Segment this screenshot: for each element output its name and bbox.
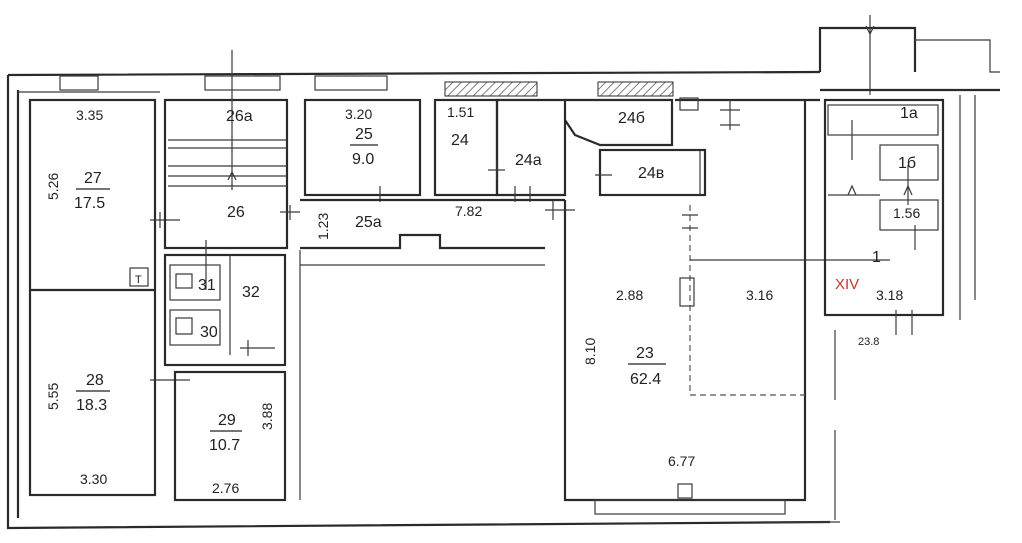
room-27-area: 17.5	[74, 195, 105, 212]
dim-r28-side: 5.55	[45, 383, 61, 410]
dim-r23-width-b: 3.16	[746, 287, 773, 303]
rooms-25	[299, 98, 565, 500]
room-31-number: 31	[198, 277, 216, 294]
dim-r23-height: 8.10	[582, 338, 598, 365]
dim-r23-bottom: 6.77	[668, 453, 695, 469]
room-24a-number: 24а	[515, 152, 542, 169]
room-labels: 27 17.5 28 18.3 26а 26 25 9.0 25а 24 24а…	[74, 105, 918, 454]
dim-corridor-length: 7.82	[455, 203, 482, 219]
dim-r28-bottom: 3.30	[80, 471, 107, 487]
room-26-number: 26	[227, 204, 245, 221]
cut-text: 23.8	[858, 336, 879, 348]
room-24b-number: 24б	[618, 110, 645, 127]
room-1-block: 23.8	[760, 98, 945, 523]
room-30-number: 30	[200, 324, 218, 341]
room-28-area: 18.3	[76, 397, 107, 414]
room-32-number: 32	[242, 284, 260, 301]
rooms-24	[433, 97, 820, 202]
room-1-number: 1	[872, 249, 881, 266]
dim-r29-side: 3.88	[259, 403, 275, 430]
dimension-labels: 3.35 5.26 5.55 3.30 3.20 1.51 1.23 7.82 …	[45, 104, 920, 496]
room-24-number: 24	[451, 132, 469, 149]
dim-r27-top: 3.35	[76, 107, 103, 123]
dim-r1b-width: 1.56	[893, 205, 920, 221]
room-26a-number: 26а	[226, 108, 253, 125]
dim-r23-width-a: 2.88	[616, 287, 643, 303]
dim-corridor-height: 1.23	[315, 213, 331, 240]
dim-r24-top: 1.51	[447, 104, 474, 120]
room-27-number: 27	[84, 170, 102, 187]
room-29	[173, 370, 287, 502]
room-23-area: 62.4	[630, 371, 661, 388]
room-29-area: 10.7	[209, 437, 240, 454]
dim-r1-width: 3.18	[876, 287, 903, 303]
dim-r27-side: 5.26	[45, 173, 61, 200]
toilet-symbol: T	[135, 274, 142, 286]
room-28-number: 28	[86, 372, 104, 389]
room-24v-number: 24в	[638, 165, 664, 182]
dim-r25-top: 3.20	[345, 106, 372, 122]
room-23-number: 23	[636, 345, 654, 362]
room-25-number: 25	[355, 126, 373, 143]
room-25a-number: 25а	[355, 214, 382, 231]
room-29-number: 29	[218, 412, 236, 429]
outer-walls	[6, 15, 1000, 530]
room-1a-number: 1а	[900, 105, 918, 122]
room-23	[545, 100, 890, 515]
section-label: XIV	[835, 276, 859, 293]
room-1b-number: 1б	[898, 155, 916, 172]
room-25-area: 9.0	[352, 151, 374, 168]
rooms-26	[163, 50, 300, 250]
rooms-31-30-32	[163, 240, 287, 367]
dim-r29-bottom: 2.76	[212, 480, 239, 496]
